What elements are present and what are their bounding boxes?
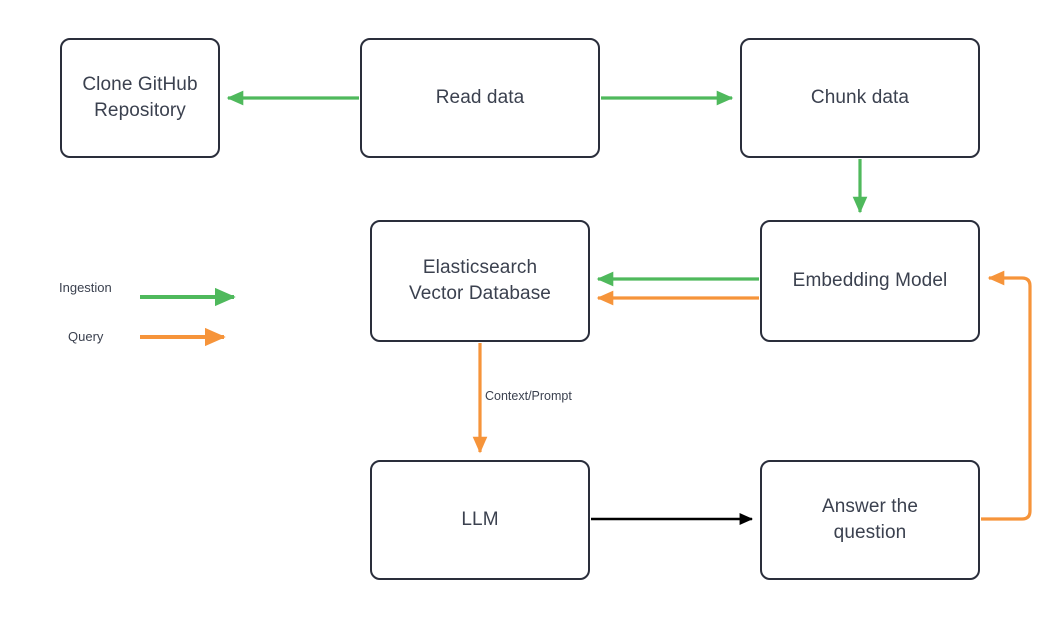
node-label: LLM — [461, 509, 499, 530]
node-elasticsearch-vector-database[interactable]: Elasticsearch Vector Database — [370, 220, 590, 342]
node-label: Elasticsearch Vector Database — [409, 257, 551, 304]
node-answer-the-question[interactable]: Answer the question — [760, 460, 980, 580]
node-label: Answer the question — [821, 496, 919, 543]
node-label: Chunk data — [810, 87, 910, 108]
legend-label-ingestion: Ingestion — [59, 280, 112, 295]
node-chunk-data[interactable]: Chunk data — [740, 38, 980, 158]
node-label: Clone GitHub Repository — [82, 74, 198, 121]
node-clone-github-repository[interactable]: Clone GitHub Repository — [60, 38, 220, 158]
edge-answer-to-embedding — [981, 270, 1032, 521]
legend-label-query: Query — [68, 329, 104, 344]
node-label: Embedding Model — [792, 270, 948, 291]
edge-label-context-prompt: Context/Prompt — [485, 389, 572, 403]
node-embedding-model[interactable]: Embedding Model — [760, 220, 980, 342]
node-llm[interactable]: LLM — [370, 460, 590, 580]
node-read-data[interactable]: Read data — [360, 38, 600, 158]
node-label: Read data — [435, 87, 525, 108]
